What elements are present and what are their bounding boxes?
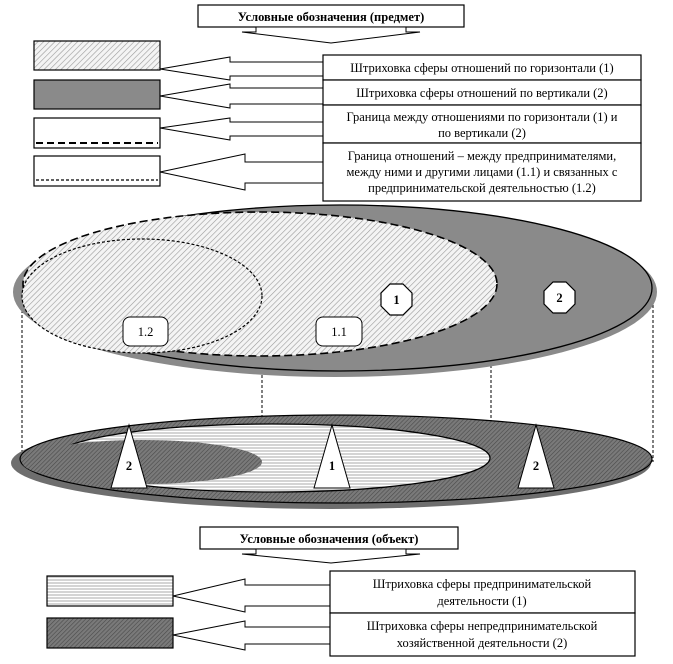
legend-object-text-box-1 bbox=[329, 570, 636, 614]
legend-subject-text-1: Штриховка сферы отношений по горизонтали… bbox=[350, 61, 613, 75]
legend-subject-text-3a: Граница между отношениями по горизонтали… bbox=[347, 110, 618, 124]
octagon-marker-1 bbox=[380, 283, 413, 316]
legend-object-text-2b: хозяйственной деятельности (2) bbox=[397, 636, 568, 650]
triangle-label-right: 2 bbox=[533, 459, 539, 473]
legend-subject-text-4a: Граница отношений – между предпринимател… bbox=[348, 149, 617, 163]
octagon-label-2: 2 bbox=[556, 291, 562, 305]
legend-object-text-1a: Штриховка сферы предпринимательской bbox=[373, 577, 592, 591]
legend-object-arrow-1 bbox=[172, 578, 331, 613]
swatch-boundary-entrepreneurs bbox=[33, 155, 161, 187]
triangle-marker-left bbox=[110, 423, 148, 489]
legend-subject-text-3b: по вертикали (2) bbox=[438, 126, 526, 140]
label-1-2: 1.2 bbox=[138, 325, 154, 339]
legend-object-text-box-2 bbox=[329, 612, 636, 657]
triangle-marker-center bbox=[313, 423, 351, 489]
triangle-marker-right bbox=[517, 423, 555, 489]
triangle-label-center: 1 bbox=[329, 459, 335, 473]
legend-object-title: Условные обозначения (объект) bbox=[240, 532, 419, 546]
legend-arrow-2 bbox=[159, 83, 324, 109]
subject-ellipse-group: 1.2 1.1 1 2 bbox=[13, 204, 657, 377]
octagon-label-1: 1 bbox=[393, 293, 399, 307]
swatch-horizontal-relations bbox=[33, 40, 161, 71]
object-ellipse-group: 2 1 2 bbox=[11, 414, 653, 509]
swatch-vertical-relations bbox=[33, 79, 161, 110]
legend-object: Условные обозначения (объект) Штриховка … bbox=[46, 526, 636, 657]
legend-subject-text-box-4 bbox=[322, 142, 642, 202]
object-ellipse-inner-left bbox=[22, 440, 262, 484]
label-1-1: 1.1 bbox=[331, 325, 347, 339]
label-box-1-2 bbox=[122, 316, 169, 347]
legend-object-title-arrow bbox=[241, 548, 421, 564]
swatch-entrepreneurial bbox=[46, 575, 174, 607]
octagon-marker-2 bbox=[543, 281, 576, 314]
swatch-nonentrepreneurial bbox=[46, 617, 174, 649]
label-box-1-1 bbox=[315, 316, 363, 347]
legend-arrow-1 bbox=[159, 56, 324, 81]
legend-subject-text-2: Штриховка сферы отношений по вертикали (… bbox=[356, 86, 607, 100]
legend-object-text-2a: Штриховка сферы непредпринимательской bbox=[367, 619, 598, 633]
legend-subject-text-4c: предпринимательской деятельностью (1.2) bbox=[368, 181, 596, 195]
legend-subject: Условные обозначения (предмет) Штриховка… bbox=[33, 4, 642, 202]
legend-arrow-3 bbox=[159, 117, 324, 141]
legend-object-arrow-2 bbox=[172, 620, 331, 651]
legend-subject-title-arrow bbox=[241, 26, 421, 44]
triangle-label-left: 2 bbox=[126, 459, 132, 473]
legend-subject-title: Условные обозначения (предмет) bbox=[238, 10, 425, 24]
subject-ellipse-entrepreneurial-related bbox=[21, 238, 263, 354]
legend-subject-text-4b: между ними и другими лицами (1.1) и связ… bbox=[347, 165, 618, 179]
legend-subject-text-box-1 bbox=[322, 54, 642, 81]
legend-arrow-4 bbox=[159, 153, 324, 191]
legend-object-text-1b: деятельности (1) bbox=[437, 594, 526, 608]
